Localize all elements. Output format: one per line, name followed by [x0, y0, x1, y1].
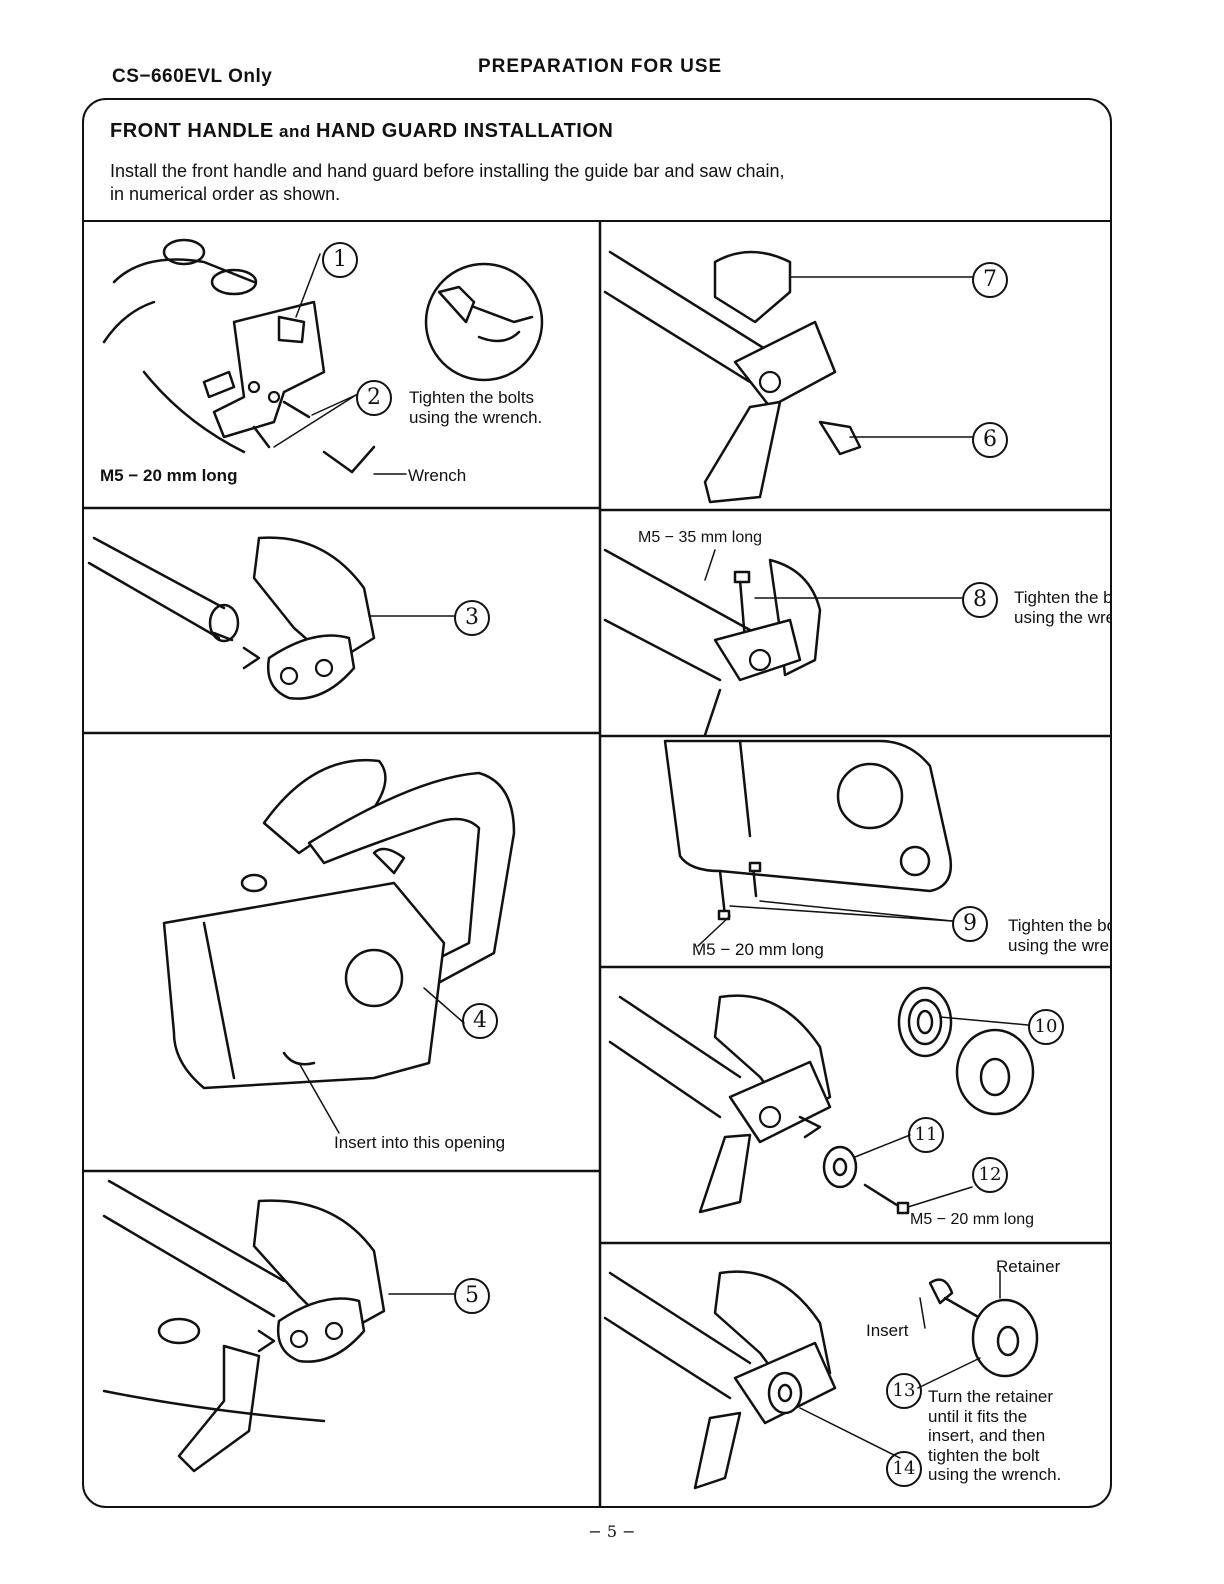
panel-step-5: 5 — [84, 1171, 600, 1506]
illustration-spring-assembly — [608, 986, 1035, 1215]
bolt-spec-9: M5 − 20 mm long — [692, 940, 824, 959]
instruction-box: FRONT HANDLE and HAND GUARD INSTALLATION… — [82, 98, 1112, 1508]
grid-lines — [84, 222, 1110, 1506]
bolt-spec-12: M5 − 20 mm long — [910, 1211, 1035, 1228]
panel-step-3: 3 — [84, 508, 600, 733]
panel-step-4: 4 Insert into this opening — [84, 733, 600, 1171]
step-4-marker: 4 — [462, 1003, 498, 1039]
step-9-marker: 9 — [952, 906, 988, 942]
step-1-marker: 1 — [322, 242, 358, 278]
step-12-marker: 12 — [972, 1157, 1008, 1193]
step-11-marker: 11 — [908, 1117, 944, 1153]
step-10-marker: 10 — [1028, 1009, 1064, 1045]
step-2-marker: 2 — [356, 380, 392, 416]
model-label: CS−660EVL Only — [112, 66, 273, 87]
panel-step-9: 9 M5 − 20 mm long Tighten the boltusing … — [600, 736, 1110, 967]
illustration-guard-pin — [603, 250, 973, 504]
panel-steps-13-14: Retainer Insert 13 14 Turn the retainer … — [600, 1243, 1110, 1506]
illustration-hand-guard-insert — [162, 758, 516, 1134]
step-5-marker: 5 — [454, 1278, 490, 1314]
box-title: FRONT HANDLE and HAND GUARD INSTALLATION — [110, 120, 614, 142]
step-7-marker: 7 — [972, 262, 1008, 298]
box-header: FRONT HANDLE and HAND GUARD INSTALLATION… — [84, 100, 1110, 222]
panel-steps-6-7: 7 6 — [600, 222, 1110, 510]
illustration-handle-mount — [102, 238, 544, 475]
illustration-handle-slide — [87, 536, 455, 700]
page-number: − 5 − — [588, 1522, 636, 1541]
retainer-label: Retainer — [996, 1257, 1061, 1276]
illustration-handle-attach — [102, 1179, 455, 1473]
panel-step-8: M5 − 35 mm long 8 Tighten the boltusing … — [600, 510, 1112, 736]
step-3-marker: 3 — [454, 600, 490, 636]
illustration-retainer — [603, 1270, 1039, 1490]
illustration-bolt-35 — [603, 548, 963, 736]
section-title: PREPARATION FOR USE — [478, 56, 723, 77]
bolt-spec-m5-20: M5 − 20 mm long — [100, 466, 238, 485]
illustration-underside-bolts — [663, 739, 953, 947]
step-14-marker: 14 — [886, 1451, 922, 1487]
step-6-marker: 6 — [972, 422, 1008, 458]
step-13-note: Turn the retainer until it fits the inse… — [928, 1387, 1062, 1484]
intro-text: Install the front handle and hand guard … — [110, 161, 785, 204]
insert-label: Insert — [866, 1321, 909, 1340]
panel-steps-10-12: 10 11 12 M5 − 20 mm long — [600, 967, 1110, 1243]
bolt-spec-m5-35: M5 − 35 mm long — [638, 529, 763, 546]
wrench-label: Wrench — [408, 466, 467, 485]
step-4-note: Insert into this opening — [334, 1133, 506, 1152]
step-8-marker: 8 — [962, 582, 998, 618]
step-13-marker: 13 — [886, 1373, 922, 1409]
